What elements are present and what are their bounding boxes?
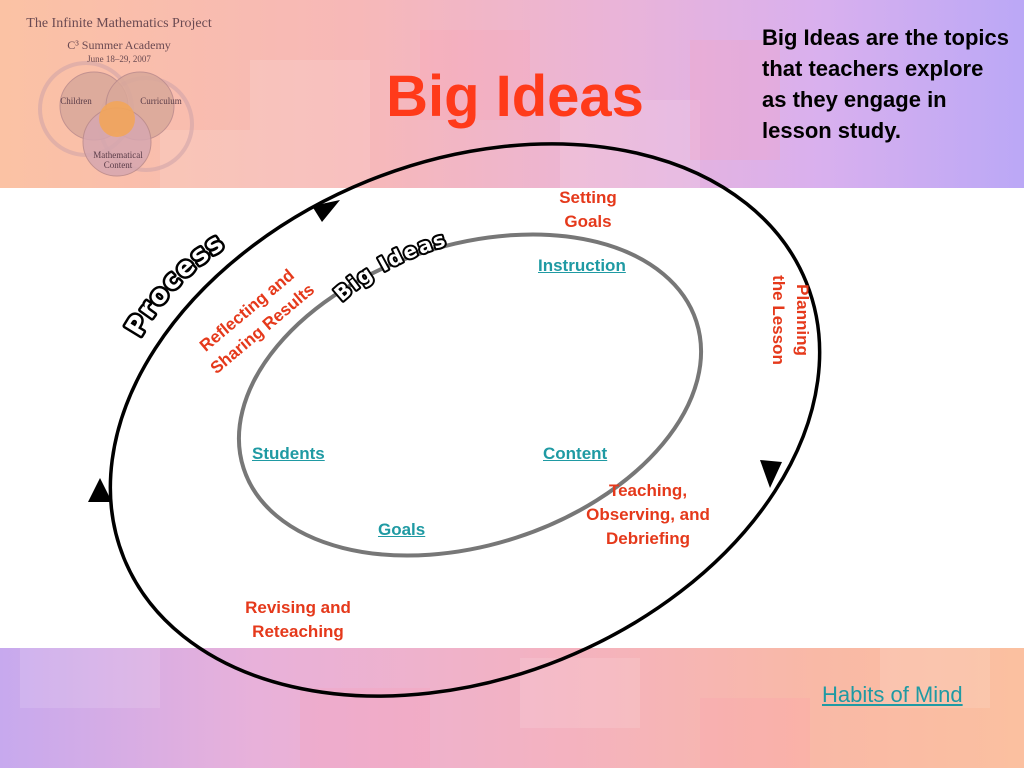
venn-diagram-icon [38,61,194,177]
venn-label-content: Mathematical Content [93,150,143,170]
stage-revising-reteaching: Revising and Reteaching [245,598,351,641]
stage-teaching-observing: Teaching, Observing, and Debriefing [586,481,710,548]
link-students[interactable]: Students [252,444,325,463]
footer-background [0,648,1024,768]
logo-title: The Infinite Mathematics Project [26,16,212,31]
big-ideas-label: Big Ideas [329,227,449,306]
stage-planning-lesson: Planning the Lesson [769,275,812,365]
link-instruction[interactable]: Instruction [538,256,626,275]
slide-title: Big Ideas [386,64,644,129]
slide-note: Big Ideas are the topics that teachers e… [762,25,1009,143]
logo-date: June 18–29, 2007 [87,54,151,64]
venn-label-children: Children [60,96,92,106]
academy-logo: The Infinite Mathematics Project C³ Summ… [14,14,224,184]
stage-setting-goals: Setting Goals [559,188,617,231]
logo-subtitle: C³ Summer Academy [67,38,171,52]
link-goals[interactable]: Goals [378,520,426,539]
link-content[interactable]: Content [543,444,608,463]
arrow-right-icon [760,460,782,488]
header-background [0,0,1024,188]
venn-label-curriculum: Curriculum [140,96,182,106]
big-ideas-ring [236,232,704,558]
arrow-top-icon [312,200,340,222]
habits-of-mind-link[interactable]: Habits of Mind [822,682,963,707]
process-cycle-ring [108,142,822,698]
arrow-left-icon [88,478,112,502]
